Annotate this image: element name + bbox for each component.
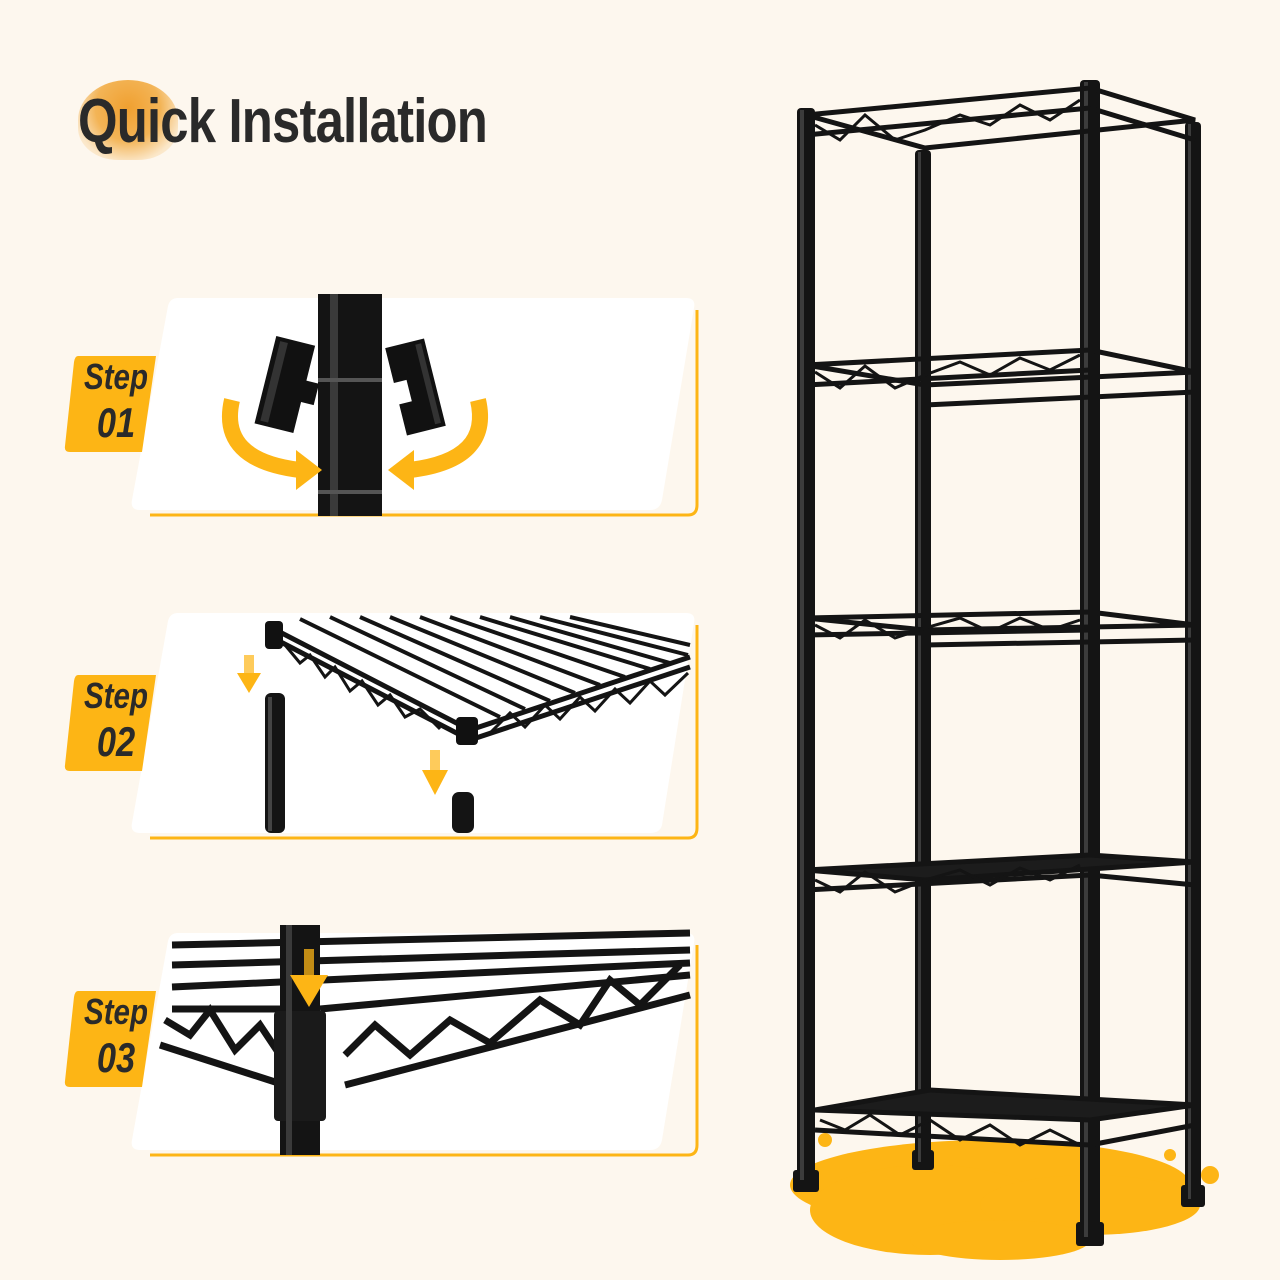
step-badge <box>64 991 156 1087</box>
card-frame <box>131 925 699 1157</box>
step-badge <box>64 356 156 452</box>
step-02-label: Step 02 <box>84 675 148 765</box>
page-title: Quick Installation <box>78 87 488 156</box>
card-frame <box>131 613 699 840</box>
wire-shelving-rack-illustration <box>790 80 1219 1260</box>
paint-splash <box>790 1133 1219 1260</box>
shelves <box>805 85 1196 1148</box>
step-03-label: Step 03 <box>84 991 148 1081</box>
sun-decoration <box>78 80 178 160</box>
step-01-card: Step 01 <box>0 290 720 530</box>
step-01-label: Step 01 <box>84 356 148 446</box>
step-02-card: Step 02 <box>0 605 720 845</box>
step-badge <box>64 675 156 771</box>
step-03-card: Step 03 <box>0 925 720 1165</box>
card-frame <box>131 294 699 517</box>
